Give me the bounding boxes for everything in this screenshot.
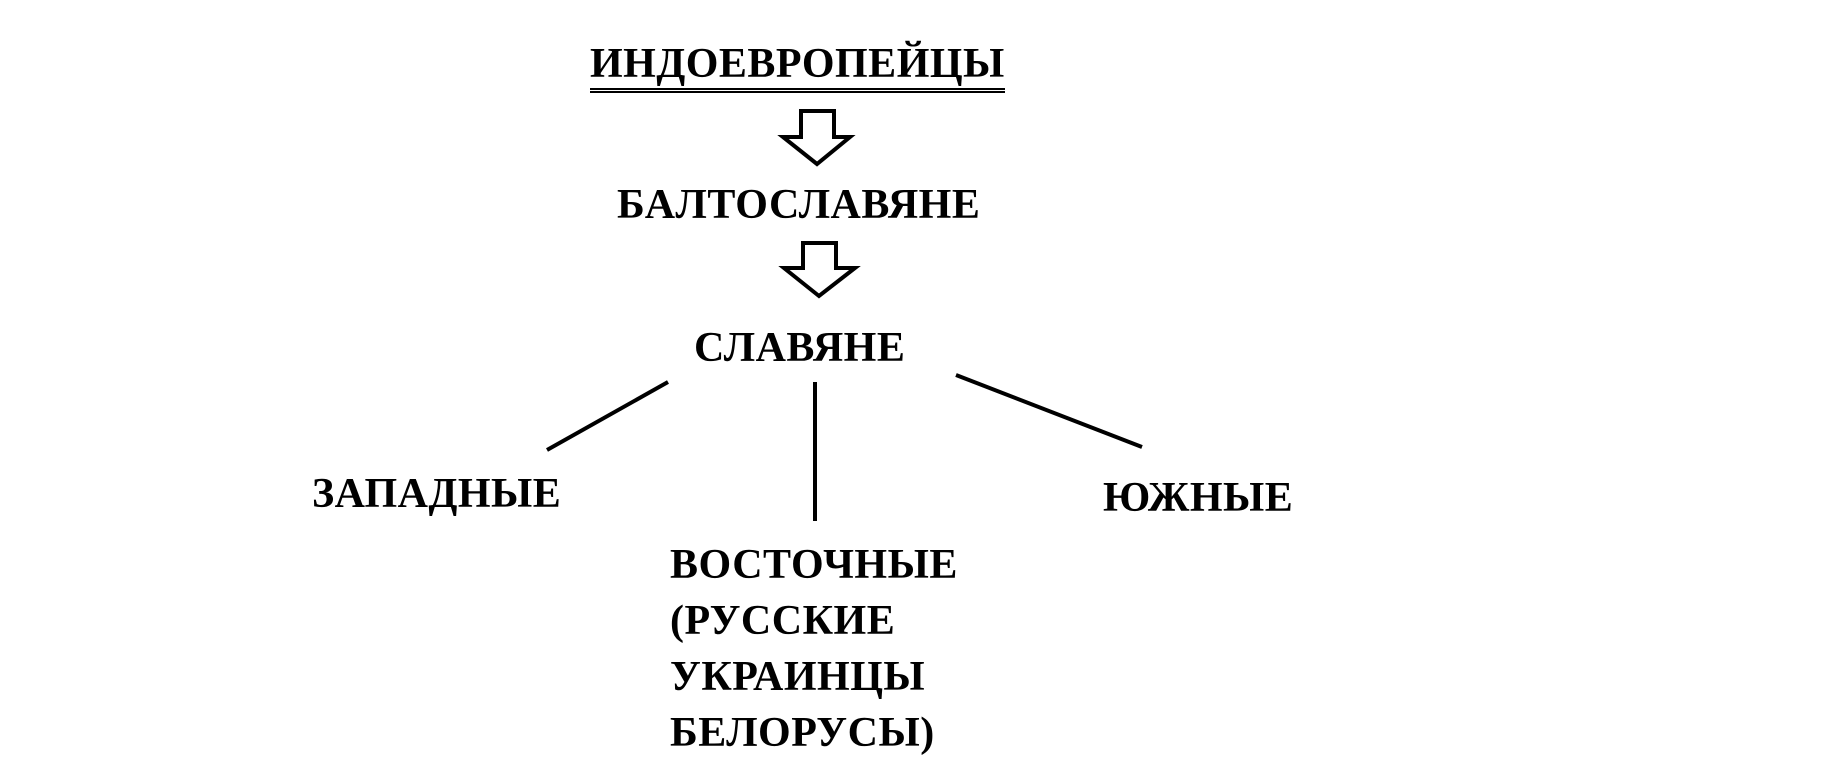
node-east-slavs: ВОСТОЧНЫЕ (РУССКИЕ УКРАИНЦЫ БЕЛОРУСЫ)	[670, 537, 958, 761]
node-slavs: СЛАВЯНЕ	[694, 325, 906, 371]
down-arrow-icon	[778, 241, 861, 299]
east-line-3: УКРАИНЦЫ	[670, 654, 926, 700]
down-arrow-icon	[777, 109, 856, 167]
branch-line-west	[546, 380, 669, 452]
root-node-indoeuropeans: ИНДОЕВРОПЕЙЦЫ	[590, 42, 1005, 93]
east-line-1: ВОСТОЧНЫЕ	[670, 542, 958, 588]
node-baltoslavs: БАЛТОСЛАВЯНЕ	[617, 182, 981, 228]
node-south-slavs: ЮЖНЫЕ	[1103, 475, 1294, 521]
node-west-slavs: ЗАПАДНЫЕ	[312, 471, 562, 517]
branch-line-south	[955, 373, 1143, 449]
east-line-2: (РУССКИЕ	[670, 598, 896, 644]
east-line-4: БЕЛОРУСЫ)	[670, 710, 935, 756]
